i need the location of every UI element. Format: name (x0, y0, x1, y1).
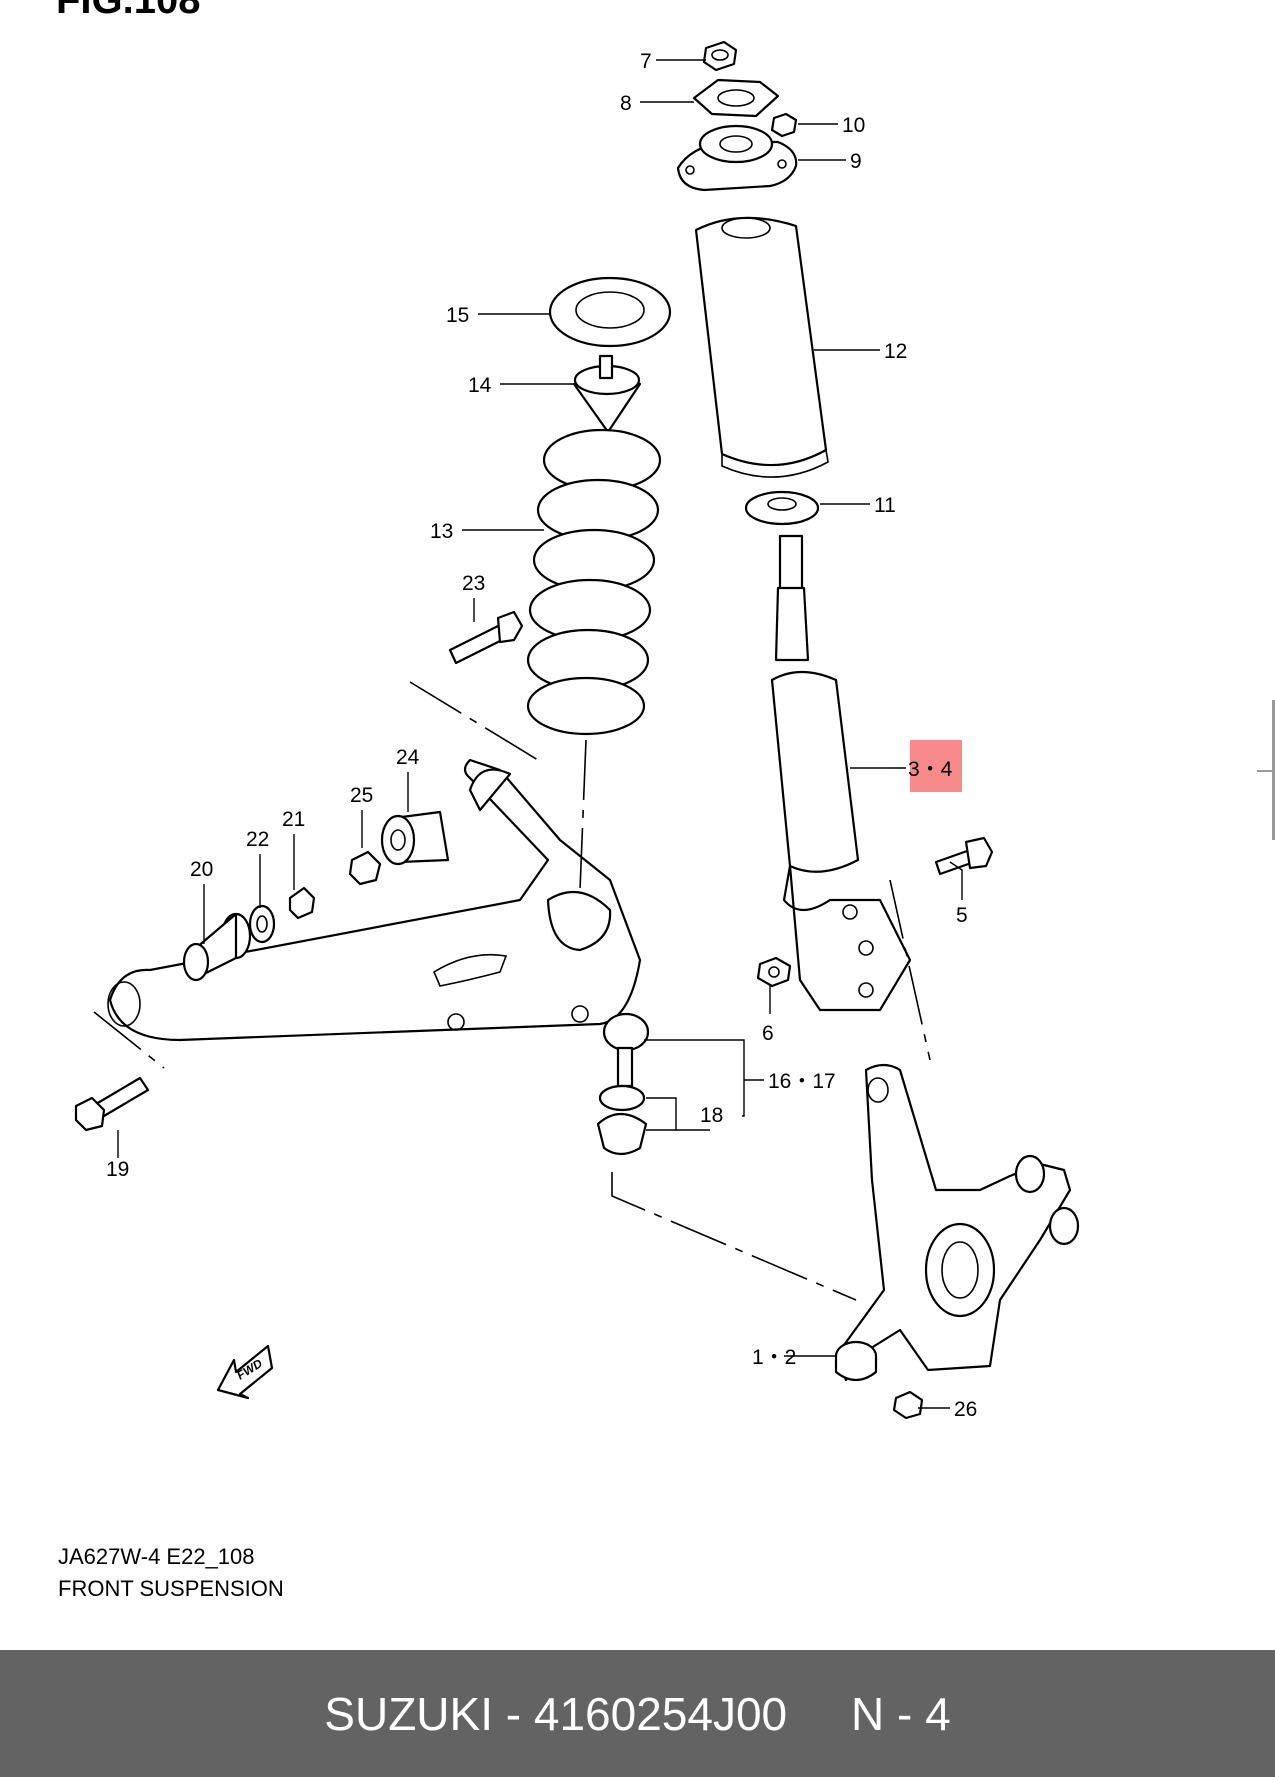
part-5-bolt (934, 836, 994, 876)
leader-lines (117, 59, 963, 1409)
callout-6: 6 (762, 1022, 774, 1045)
callout-highlight (910, 740, 962, 792)
part-24-bushing (380, 810, 450, 866)
callout-labels: 7 8 10 9 15 12 14 11 13 23 24 3・4 25 22 … (106, 50, 977, 1421)
alignment-line (611, 1172, 857, 1301)
part-number-footer: SUZUKI - 4160254J00 N - 4 (0, 1650, 1275, 1777)
callout-18: 18 (700, 1104, 723, 1127)
part-1-2-bushing (834, 1340, 878, 1382)
callout-10: 10 (842, 114, 865, 137)
part-18-dust-seal (596, 1084, 648, 1156)
part-6-nut (756, 956, 792, 988)
part-1-2-steering-knuckle (834, 1063, 1080, 1382)
callout-14: 14 (468, 374, 492, 397)
lower-control-arm (107, 758, 642, 1042)
alignment-line (93, 1011, 165, 1069)
part-21-nut (288, 886, 316, 920)
callout-21: 21 (282, 808, 305, 831)
callout-15: 15 (446, 304, 469, 327)
part-11-bump-stop-seat (744, 490, 820, 526)
callout-24: 24 (396, 746, 420, 769)
fwd-arrow-icon: FWD (216, 1344, 274, 1400)
part-20-bushing (182, 912, 252, 982)
alignment-line (889, 879, 931, 1061)
callout-23: 23 (462, 572, 485, 595)
callout-1-2: 1・2 (752, 1346, 796, 1369)
callout-19: 19 (106, 1158, 129, 1181)
callout-25: 25 (350, 784, 373, 807)
callout-8: 8 (620, 92, 632, 115)
callout-3-4: 3・4 (908, 758, 953, 781)
part-12-dust-boot (694, 216, 829, 478)
callout-12: 12 (884, 340, 907, 363)
part-8-washer (692, 78, 780, 118)
part-14-bump-stopper (572, 354, 642, 434)
part-19-bolt (74, 1076, 150, 1132)
callout-22: 22 (246, 828, 269, 851)
part-7-nut (702, 40, 738, 72)
part-3-4-strut-assembly (770, 534, 912, 1012)
callout-11: 11 (874, 494, 896, 517)
callout-20: 20 (190, 858, 213, 881)
part-22-washer (248, 904, 276, 944)
part-25-nut (348, 850, 382, 886)
part-9-strut-mount (676, 124, 798, 192)
front-suspension-diagram: FWD 7 8 10 9 (74, 40, 1080, 1421)
part-13-coil-spring (526, 428, 662, 736)
part-16-17-ball-joint (602, 1012, 650, 1088)
part-26-nut (892, 1390, 924, 1420)
callout-16-17: 16・17 (768, 1070, 836, 1093)
callout-9: 9 (850, 150, 862, 173)
scroll-edge-tick (1257, 770, 1275, 772)
callout-13: 13 (430, 520, 453, 543)
part-15-spring-seat (548, 276, 672, 348)
part-23-bolt (448, 610, 524, 665)
part-10-nut (770, 112, 798, 138)
figure-code: JA627W-4 E22_108 (58, 1544, 255, 1569)
callout-5: 5 (956, 904, 968, 927)
figure-title: FIG.108 (56, 0, 201, 22)
callout-7: 7 (640, 50, 652, 73)
alignment-line (409, 681, 539, 761)
alignment-line (579, 739, 587, 891)
callout-26: 26 (954, 1398, 977, 1421)
figure-name: FRONT SUSPENSION (58, 1576, 284, 1601)
